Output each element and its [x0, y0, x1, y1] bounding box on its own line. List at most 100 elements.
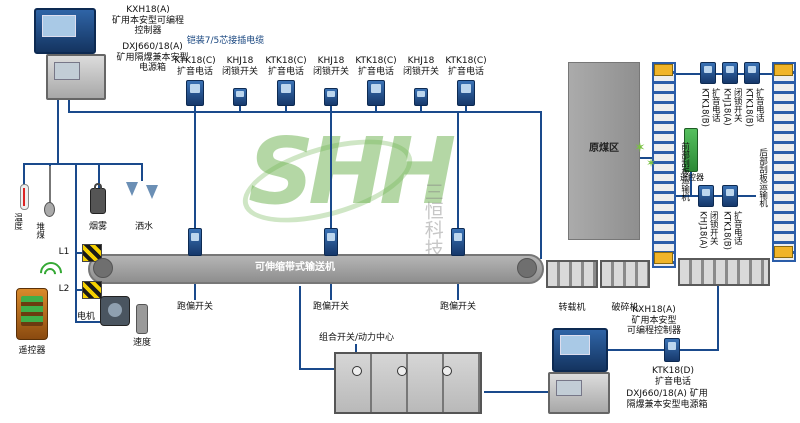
belt-label: 可伸缩带式输送机	[255, 262, 335, 273]
wire	[299, 368, 335, 370]
remote-control-buttons	[21, 296, 43, 326]
loudspeaker-phone-device	[367, 80, 385, 106]
power-box-label: DXJ660/18(A) 矿用隔爆兼本安型 电源箱	[116, 42, 189, 74]
deviation-switch-label: 跑偏开关	[439, 302, 476, 312]
phone-label-bottom: KTK18(D) 扩音电话	[651, 366, 694, 387]
power-box-panel	[54, 62, 80, 80]
plc-screen	[560, 335, 590, 355]
scraper-pulley	[654, 64, 673, 76]
wire	[484, 391, 548, 393]
raw-coal-area	[568, 62, 640, 240]
belt-sensor-device	[188, 228, 202, 256]
smoke-sensor-handle	[94, 183, 102, 189]
loudspeaker-phone-device	[457, 80, 475, 106]
burst-icon: ✶	[646, 156, 657, 170]
wire	[465, 105, 467, 111]
cable-label: 铠装7/5芯接插电缆	[186, 36, 265, 46]
device-label: KHJ18 闭锁开关	[221, 56, 258, 77]
crusher-machine	[600, 260, 650, 288]
wire	[330, 105, 332, 111]
line-label-l1: L1	[58, 247, 70, 257]
lock-switch-device	[698, 185, 714, 207]
device-label: KTK18(B) 扩音电话	[699, 88, 721, 127]
front-scraper-label: 前部刮板运输机	[679, 142, 690, 202]
wire	[75, 163, 77, 323]
device-label: KTK18(C) 扩音电话	[174, 56, 216, 77]
loudspeaker-phone-device	[744, 62, 760, 84]
wire	[420, 105, 422, 111]
deviation-switch-label: 跑偏开关	[176, 302, 213, 312]
power-box-label-bottom: DXJ660/18(A) 矿用 隔爆兼本安型电源箱	[626, 389, 708, 410]
lock-switch-device	[722, 62, 738, 84]
wire	[23, 163, 25, 187]
front-scraper-conveyor	[652, 62, 676, 268]
wire	[457, 284, 459, 300]
power-center-cabinet	[334, 352, 482, 414]
coal-pile-sensor-rod	[49, 166, 51, 206]
hazard-marker	[82, 244, 102, 262]
wire	[194, 112, 196, 230]
line-label-l2: L2	[58, 284, 70, 294]
hazard-marker	[82, 281, 102, 299]
wire	[194, 284, 196, 300]
power-box-panel	[556, 380, 582, 396]
watermark-text: 三恒科技	[421, 182, 444, 258]
wire	[355, 344, 357, 352]
device-label: KHJ18(A) 闭锁开关	[721, 88, 743, 126]
wire	[330, 112, 332, 230]
device-label: KHJ18(A) 闭锁开关	[697, 211, 719, 249]
speed-sensor-icon	[136, 304, 148, 334]
device-label: KTK18(B) 扩音电话	[721, 211, 743, 250]
wire	[608, 349, 719, 351]
sensor-label-coal-pile: 堆煤	[34, 222, 45, 239]
scraper-pulley	[654, 252, 673, 264]
belt-pulley	[517, 258, 537, 278]
wire	[640, 157, 652, 159]
loudspeaker-phone-device	[186, 80, 204, 106]
transfer-machine-label: 转载机	[558, 303, 586, 313]
loudspeaker-phone-device	[277, 80, 295, 106]
wire	[57, 100, 59, 164]
remote-control-label: 遥控器	[18, 346, 46, 356]
spray-nozzle-icon	[146, 185, 158, 199]
speed-label: 速度	[132, 338, 151, 348]
cabinet-gauge	[352, 366, 362, 376]
wire	[75, 321, 103, 323]
wire	[299, 286, 301, 370]
power-center-label: 组合开关/动力中心	[318, 333, 395, 343]
loudspeaker-phone-device	[722, 185, 738, 207]
coal-pile-sensor-probe	[44, 202, 55, 217]
device-label: KTK18(B) 扩音电话	[743, 88, 765, 127]
wire	[717, 286, 719, 350]
wire	[540, 111, 542, 259]
device-label: KTK18(C) 扩音电话	[265, 56, 307, 77]
device-label: KTK18(C) 扩音电话	[445, 56, 487, 77]
belt-conveyor	[88, 254, 544, 284]
device-label: KHJ18 闭锁开关	[402, 56, 439, 77]
remote-control-right	[684, 128, 698, 172]
wire	[141, 163, 143, 181]
crusher-label: 破碎机	[611, 303, 639, 313]
loudspeaker-phone-device	[664, 338, 680, 362]
wire	[23, 163, 143, 165]
spray-nozzle-icon	[126, 182, 138, 196]
loudspeaker-phone-device	[700, 62, 716, 84]
wire	[75, 252, 83, 254]
wire	[68, 100, 70, 112]
scraper-pulley	[774, 64, 793, 76]
wire	[194, 105, 196, 111]
wire	[676, 195, 756, 197]
belt-sensor-device	[324, 228, 338, 256]
sensor-label-spray: 洒水	[134, 222, 153, 232]
wire	[68, 111, 542, 113]
sensor-label-smoke: 烟雾	[88, 222, 107, 232]
wire	[75, 289, 83, 291]
belt-pulley	[93, 258, 113, 278]
controller-label: KXH18(A) 矿用本安型可编程 控制器	[111, 5, 184, 37]
deviation-switch-label: 跑偏开关	[312, 302, 349, 312]
lock-switch-device	[324, 88, 338, 106]
thermometer-mercury	[23, 188, 25, 206]
raw-coal-area-label: 原煤区	[589, 143, 619, 154]
cabinet-gauge	[397, 366, 407, 376]
